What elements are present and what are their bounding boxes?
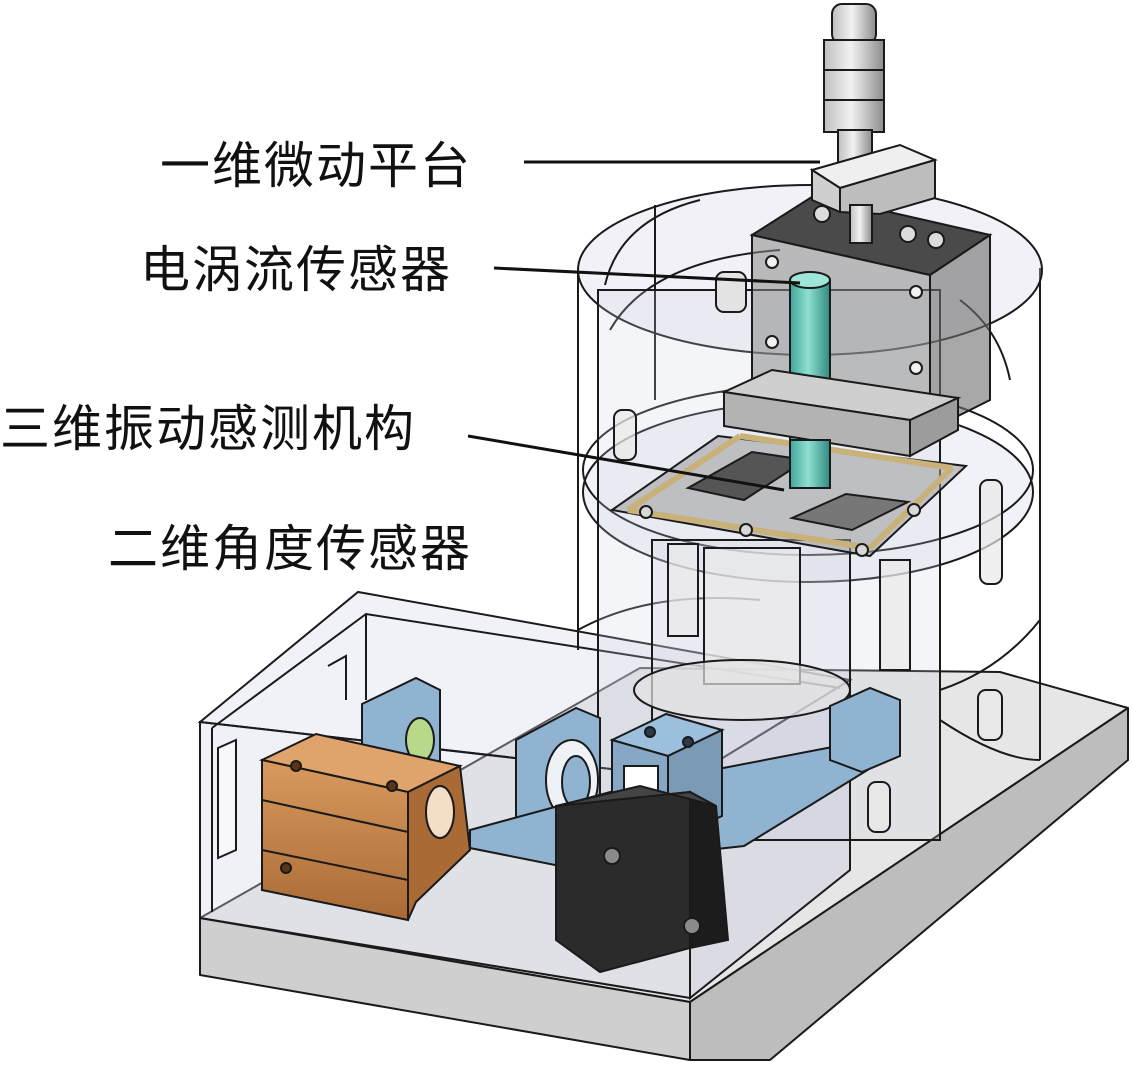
flexure-screw — [739, 523, 753, 537]
flexure-screw — [907, 503, 921, 517]
leader-lines — [467, 160, 820, 492]
frame-screw — [927, 231, 945, 249]
lower-housing-slot-2 — [327, 654, 347, 700]
standoff — [979, 479, 1003, 585]
mount-disk — [633, 659, 851, 721]
copper-hole — [280, 862, 292, 874]
upper-housing-back — [604, 199, 1041, 761]
pillar — [879, 559, 911, 671]
micrometer-barrel — [823, 39, 885, 133]
dark-block-screw — [603, 847, 621, 865]
right-bracket — [829, 686, 901, 774]
leader-eddy-sensor — [493, 266, 801, 285]
standoff — [867, 781, 891, 833]
copper-block-side — [407, 764, 472, 921]
copper-bore — [425, 785, 455, 839]
cube-hole — [682, 736, 694, 748]
label-micro-stage: 一维微动平台 — [160, 137, 472, 195]
frame-screw — [899, 225, 917, 243]
lower-housing-slot — [217, 738, 237, 860]
copper-hole — [290, 760, 302, 772]
label-vibration-mechanism: 三维振动感测机构 — [0, 400, 416, 458]
base-plate-side — [689, 707, 1129, 1061]
micrometer-knob — [831, 3, 877, 45]
side-knob — [715, 271, 747, 313]
support-pillars — [613, 409, 1003, 833]
sensor-frame-side — [929, 233, 991, 432]
frame-screw — [813, 205, 831, 223]
cube-hole — [644, 726, 656, 738]
sensor-frame-hole — [765, 335, 779, 349]
probe-lower — [789, 439, 831, 489]
label-eddy-sensor: 电涡流传感器 — [140, 241, 452, 299]
sensor-frame-hole — [909, 285, 923, 299]
flexure-plate — [609, 434, 969, 558]
sensor-frame-hole — [765, 255, 779, 269]
vibration-mechanism — [609, 433, 969, 558]
standoff — [613, 409, 637, 461]
angle-sensor-parts — [258, 676, 901, 974]
clamp-plate-side — [909, 396, 959, 458]
flexure-beam — [739, 433, 953, 471]
dark-block-front — [555, 790, 691, 974]
clamp-plate — [720, 368, 962, 458]
flexure-screw — [855, 543, 869, 557]
stage-bracket-side — [839, 158, 936, 216]
sensor-frame-hole — [909, 361, 923, 375]
flexure-cutout — [788, 492, 912, 532]
copper-groove — [261, 849, 409, 881]
eddy-probe-top — [789, 271, 831, 289]
label-angle-sensor: 二维角度传感器 — [108, 520, 472, 578]
dark-block-screw — [683, 917, 701, 935]
copper-hole — [386, 780, 398, 792]
dark-block-top — [555, 784, 717, 807]
micro-stage — [809, 3, 938, 244]
pillar — [667, 543, 699, 637]
copper-groove — [261, 799, 409, 833]
leader-vibration-mechanism — [467, 434, 785, 492]
flexure-screw — [639, 505, 653, 519]
micrometer-spindle — [849, 204, 873, 244]
standoff — [977, 689, 1003, 741]
